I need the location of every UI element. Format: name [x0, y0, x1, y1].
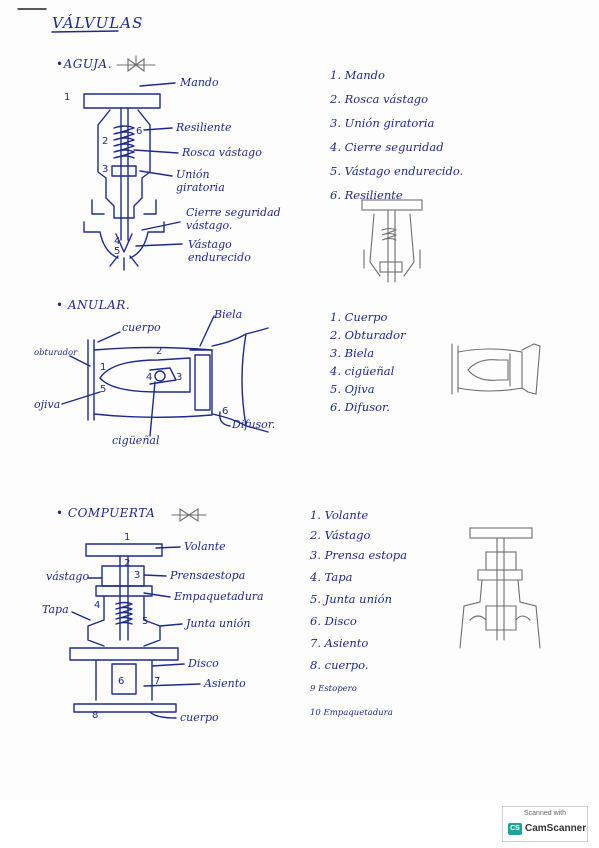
compuerta-list-5: 5. Junta unión — [310, 592, 393, 606]
label-cuerpo-gate: cuerpo — [180, 711, 219, 724]
gate-number-6: 6 — [118, 676, 125, 687]
aguja-list-3: 3. Unión giratoria — [330, 116, 435, 130]
label-resiliente: Resiliente — [176, 121, 232, 134]
annular-number-2: 2 — [156, 346, 163, 357]
label-asiento: Asiento — [204, 677, 246, 690]
label-volante: Volante — [184, 540, 226, 553]
gate-number-8: 8 — [92, 710, 99, 721]
compuerta-list-7: 7. Asiento — [310, 636, 369, 650]
title-underline — [51, 30, 119, 33]
annular-number-4: 4 — [146, 372, 153, 383]
needle-valve-drawing — [83, 82, 183, 271]
gate-number-7: 7 — [154, 676, 161, 687]
needle-number-1: 1 — [64, 92, 71, 103]
aguja-list-2: 2. Rosca vástago — [330, 92, 429, 106]
compuerta-list-1: 1. Volante — [310, 508, 369, 522]
notebook-page — [0, 0, 599, 800]
label-biela: Biela — [214, 308, 243, 321]
needle-number-6: 6 — [136, 126, 143, 137]
camscanner-badge: Scanned with CS CamScanner — [502, 806, 588, 842]
label-tapa: Tapa — [42, 603, 69, 616]
label-ciguenal: cigüeñal — [112, 434, 160, 447]
needle-number-5: 5 — [114, 246, 121, 257]
label-empaquetadura: Empaquetadura — [174, 590, 264, 603]
page-title: VÁLVULAS — [52, 14, 144, 32]
scanned-with-text: Scanned with — [523, 810, 567, 817]
compuerta-list-10: 10 Empaquetadura — [310, 708, 393, 718]
aguja-list-4: 4. Cierre seguridad — [330, 140, 444, 154]
compuerta-list-3: 3. Prensa estopa — [310, 548, 407, 562]
annular-number-6: 6 — [222, 406, 229, 417]
label-difusor: Difusor. — [232, 418, 276, 431]
needle-number-4: 4 — [114, 236, 121, 247]
section-title-compuerta: • COMPUERTA — [56, 506, 156, 520]
label-cierre-seguridad: Cierre seguridad vástago. — [186, 206, 281, 232]
anular-list-6: 6. Difusor. — [330, 400, 390, 414]
label-vastago: vástago — [46, 570, 90, 583]
camscanner-logo-icon: CS — [508, 823, 522, 835]
gate-number-4: 4 — [94, 600, 101, 611]
label-obturador: obturador — [34, 348, 78, 358]
label-ojiva: ojiva — [34, 398, 61, 411]
gate-number-5: 5 — [142, 616, 149, 627]
anular-list-3: 3. Biela — [330, 346, 375, 360]
label-union-giratoria: Unión giratoria — [176, 168, 225, 194]
gate-number-2: 2 — [124, 558, 131, 569]
label-prensaestopa: Prensaestopa — [170, 569, 246, 582]
needle-number-3: 3 — [102, 164, 109, 175]
compuerta-list-8: 8. cuerpo. — [310, 658, 369, 672]
anular-list-1: 1. Cuerpo — [330, 310, 388, 324]
label-cuerpo: cuerpo — [122, 321, 161, 334]
needle-valve-symbol — [116, 55, 156, 73]
annular-valve-photo-sketch — [451, 343, 541, 395]
label-rosca-vastago: Rosca vástago — [182, 146, 262, 159]
needle-number-2: 2 — [102, 136, 109, 147]
compuerta-list-9: 9 Estopero — [310, 684, 357, 694]
annular-valve-drawing — [61, 315, 269, 437]
anular-list-4: 4. cigüeñal — [330, 364, 395, 378]
annular-number-5: 5 — [100, 384, 107, 395]
gate-valve-drawing — [69, 543, 201, 719]
annular-number-3: 3 — [176, 372, 183, 383]
aguja-list-6: 6. Resiliente — [330, 188, 403, 202]
compuerta-list-2: 2. Vástago — [310, 528, 371, 542]
aguja-list-5: 5. Vástago endurecido. — [330, 164, 464, 178]
gate-number-1: 1 — [124, 532, 131, 543]
label-disco: Disco — [188, 657, 219, 670]
anular-list-2: 2. Obturador — [330, 328, 406, 342]
label-junta-union: Junta unión — [186, 617, 251, 630]
compuerta-list-4: 4. Tapa — [310, 570, 353, 584]
camscanner-brand: CamScanner — [525, 823, 587, 834]
gate-number-3: 3 — [134, 570, 141, 581]
gate-valve-photo-sketch — [459, 527, 541, 649]
label-mando: Mando — [180, 76, 219, 89]
compuerta-list-6: 6. Disco — [310, 614, 357, 628]
anular-list-5: 5. Ojiva — [330, 382, 375, 396]
gate-valve-symbol — [171, 507, 207, 523]
section-title-anular: • ANULAR. — [56, 298, 131, 312]
section-title-aguja: •AGUJA. — [56, 57, 112, 71]
needle-valve-photo-sketch — [361, 199, 423, 283]
label-vastago-endurecido: Vástago endurecido — [188, 238, 251, 264]
annular-number-1: 1 — [100, 362, 107, 373]
aguja-list-1: 1. Mando — [330, 68, 385, 82]
